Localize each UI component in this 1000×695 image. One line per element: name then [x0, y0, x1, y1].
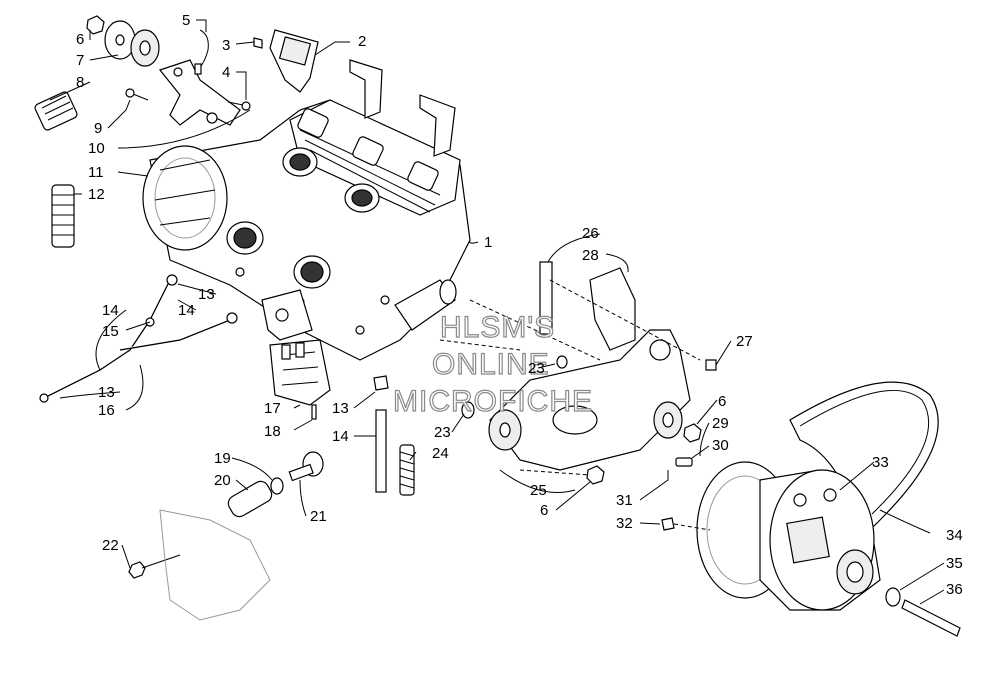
callout-28: 28 [582, 247, 599, 264]
engine-assembly [142, 59, 471, 361]
callout-5: 5 [182, 12, 190, 29]
callout-8: 8 [76, 74, 84, 91]
callout-30: 30 [712, 437, 729, 454]
callout-23-a: 23 [528, 360, 545, 377]
callout-9: 9 [94, 120, 102, 137]
callout-labels: 1 2 3 4 5 6 7 8 9 10 11 12 13 14 15 16 1… [76, 12, 963, 598]
spacer-parts [128, 355, 568, 621]
callout-26: 26 [582, 225, 599, 242]
callout-32: 32 [616, 515, 633, 532]
callout-25: 25 [530, 482, 547, 499]
callout-13-b: 13 [98, 384, 115, 401]
callout-35: 35 [946, 555, 963, 572]
callout-29: 29 [712, 415, 729, 432]
callout-27: 27 [736, 333, 753, 350]
callout-36: 36 [946, 581, 963, 598]
callout-2: 2 [358, 33, 366, 50]
callout-11: 11 [88, 164, 104, 181]
callout-16: 16 [98, 402, 115, 419]
callout-1: 1 [484, 234, 492, 251]
callout-12: 12 [88, 186, 105, 203]
callout-13-a: 13 [198, 286, 215, 303]
clutch-assembly [661, 381, 961, 637]
callout-6: 6 [76, 31, 84, 48]
hose-assembly [39, 274, 389, 493]
callout-4: 4 [222, 64, 230, 81]
callout-19: 19 [214, 450, 231, 467]
callout-17: 17 [264, 400, 281, 417]
callout-13-c: 13 [332, 400, 349, 417]
watermark-line-1: HLSM'S [440, 311, 555, 344]
callout-23-b: 23 [434, 424, 451, 441]
callout-7: 7 [76, 52, 84, 69]
callout-22: 22 [102, 537, 119, 554]
watermark-line-2: ONLINE [432, 348, 550, 381]
engine-mount-plate [439, 299, 702, 485]
callout-14-b: 14 [178, 302, 195, 319]
top-left-parts [34, 15, 319, 248]
callout-20: 20 [214, 472, 231, 489]
callout-31: 31 [616, 492, 633, 509]
watermark: HLSM'S ONLINE MICROFICHE [392, 310, 593, 418]
leader-lines [49, 19, 945, 605]
callout-33: 33 [872, 454, 889, 471]
callout-34: 34 [946, 527, 963, 544]
mount-bracket [539, 261, 717, 371]
callout-18: 18 [264, 423, 281, 440]
callout-14-a: 14 [102, 302, 119, 319]
callout-10: 10 [88, 140, 105, 157]
callout-3: 3 [222, 37, 230, 54]
callout-24: 24 [432, 445, 449, 462]
watermark-line-3: MICROFICHE [393, 385, 593, 418]
callout-6-b: 6 [718, 393, 726, 410]
callout-14-c: 14 [332, 428, 349, 445]
callout-21: 21 [310, 508, 327, 525]
callout-15: 15 [102, 323, 119, 340]
callout-6-c: 6 [540, 502, 548, 519]
